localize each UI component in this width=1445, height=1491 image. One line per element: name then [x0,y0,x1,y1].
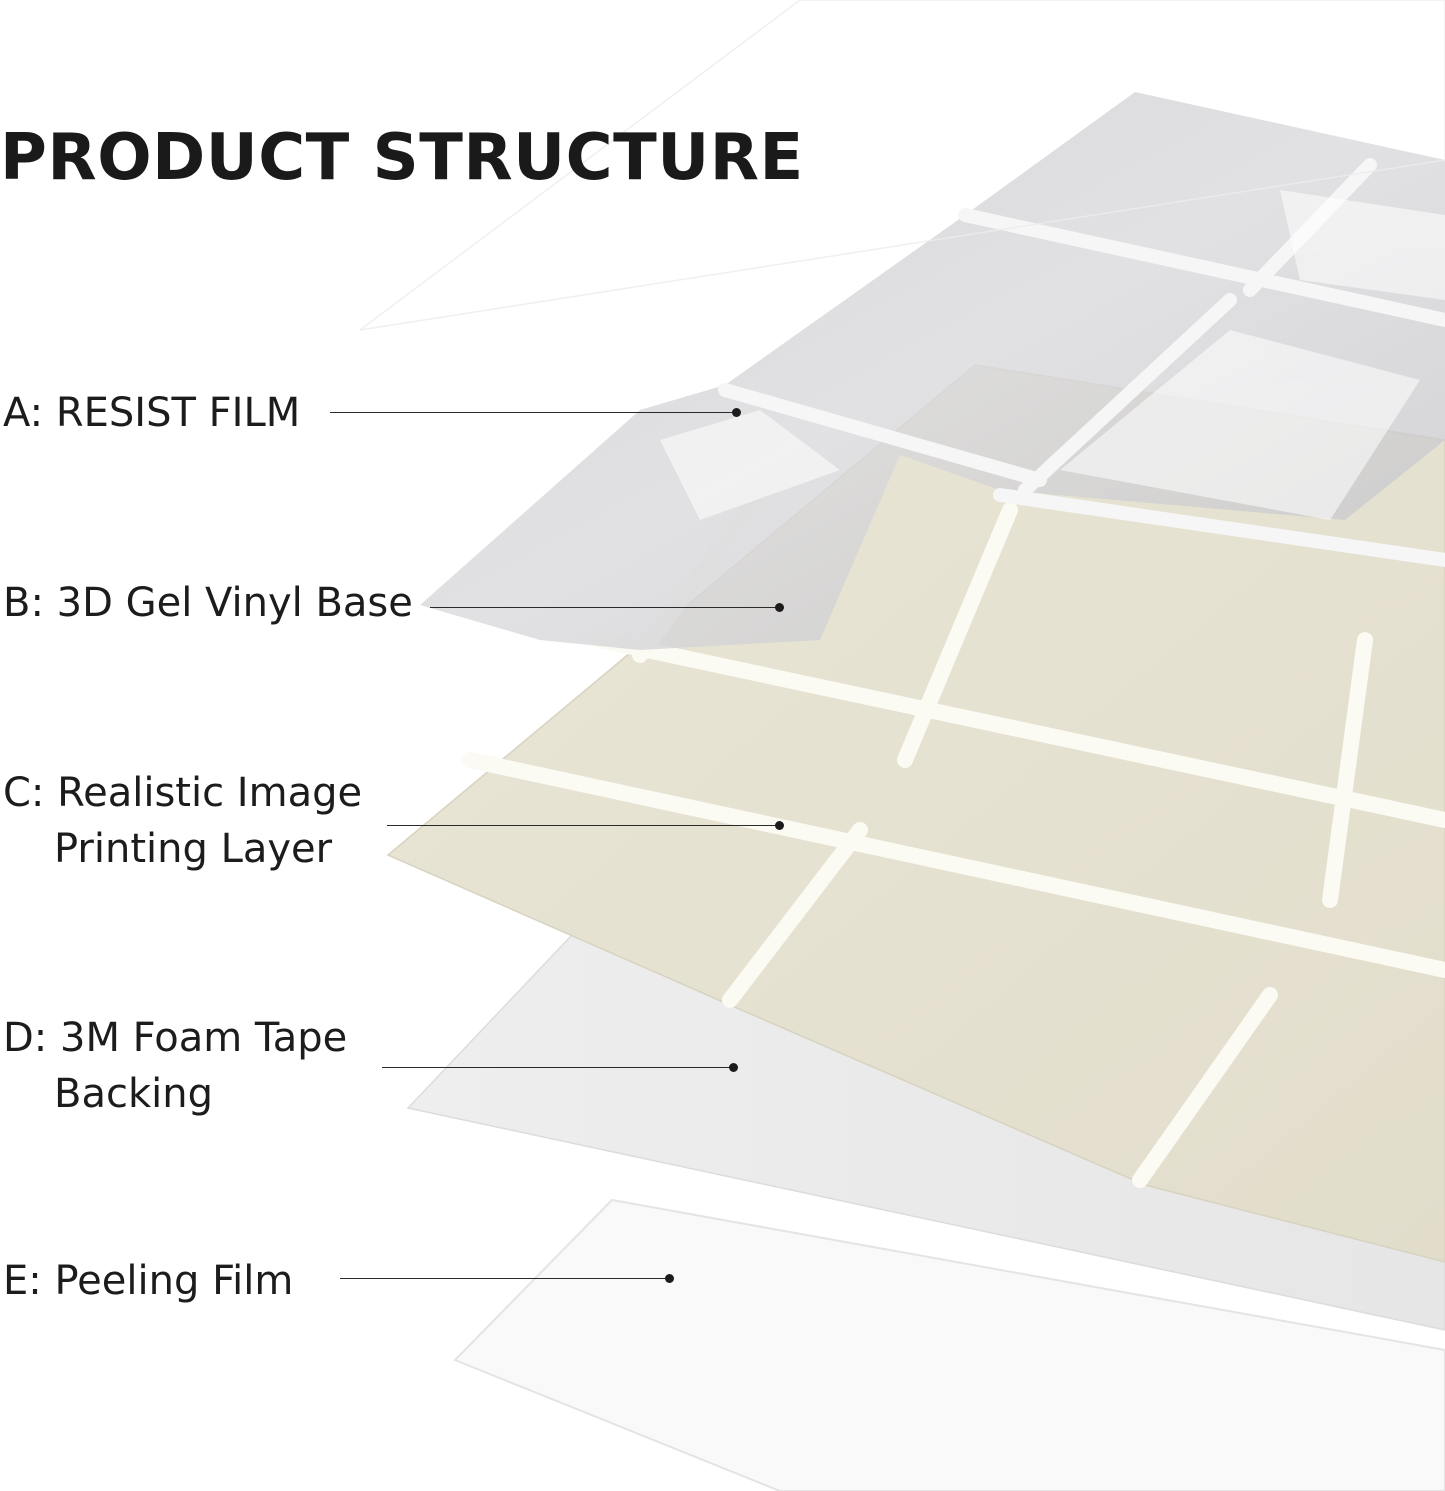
layer-label-c-line1: C: Realistic Image [3,770,362,816]
leader-line-c [387,825,779,826]
leader-dot-b [775,603,784,612]
layer-label-c-line2: Printing Layer [3,821,362,877]
leader-line-b [430,607,778,608]
layer-label-a-text: A: RESIST FILM [3,390,300,436]
layer-label-b: B: 3D Gel Vinyl Base [3,575,413,631]
page-title: PRODUCT STRUCTURE [0,118,804,198]
leader-dot-e [665,1274,674,1283]
leader-dot-c [775,821,784,830]
layer-label-b-text: B: 3D Gel Vinyl Base [3,580,413,626]
leader-line-e [340,1278,668,1279]
leader-line-a [330,412,735,413]
leader-dot-a [732,408,741,417]
layer-label-d-line2: Backing [3,1066,347,1122]
leader-dot-d [729,1063,738,1072]
layer-label-d: D: 3M Foam Tape Backing [3,1010,347,1122]
layer-label-e-text: E: Peeling Film [3,1258,293,1304]
leader-line-d [382,1067,732,1068]
layer-label-c: C: Realistic Image Printing Layer [3,765,362,877]
layer-label-d-line1: D: 3M Foam Tape [3,1015,347,1061]
layer-label-a: A: RESIST FILM [3,385,300,441]
layer-label-e: E: Peeling Film [3,1253,293,1309]
